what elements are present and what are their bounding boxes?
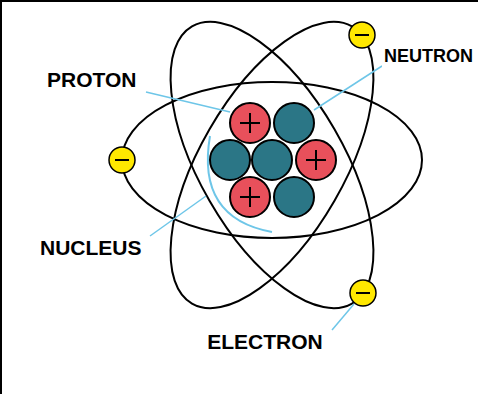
part-label: ELECTRON (205, 330, 325, 354)
orbit (122, 82, 422, 238)
orbit (130, 0, 415, 340)
part-label: NUCLEUS (38, 236, 144, 260)
part-label: NEUTRON (382, 44, 475, 68)
electron (109, 147, 135, 173)
neutron (210, 140, 250, 180)
part-label: PROTON (45, 68, 138, 92)
electron (349, 22, 375, 48)
proton (230, 177, 270, 217)
minus-sign (115, 35, 370, 293)
neutron (274, 103, 314, 143)
leader-line (332, 304, 354, 330)
neutron (274, 177, 314, 217)
leader-line (146, 92, 230, 112)
electron (350, 280, 376, 306)
leader-line (150, 196, 206, 236)
leader-line (314, 66, 382, 110)
neutron (252, 140, 292, 180)
orbit (130, 0, 415, 340)
proton (230, 103, 270, 143)
plus-sign (240, 113, 326, 207)
proton (296, 140, 336, 180)
